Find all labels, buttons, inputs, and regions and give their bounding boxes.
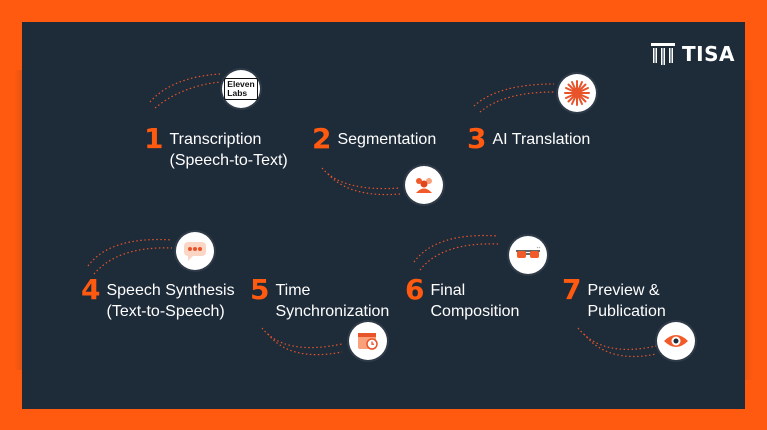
step-2: 2 Segmentation [312,124,436,154]
brand-name: TISA [682,42,735,66]
step-7: 7 Preview & Publication [562,275,666,322]
speech-bubble-icon [184,242,206,261]
step-number: 1 [144,122,164,155]
arc-7b [583,333,657,358]
arc-4b [93,247,173,275]
step-number: 7 [562,273,582,306]
step-label: Speech Synthesis (Text-to-Speech) [106,282,235,320]
arc-1b [154,81,221,109]
step-label: Segmentation [337,131,437,148]
preview-badge [657,322,695,360]
arc-2b [327,173,401,196]
step-label: AI Translation [492,131,591,148]
arc-3b [479,91,555,113]
arc-5b [267,333,343,356]
ai-starburst-icon [564,80,590,106]
step-label: Final Composition [430,282,520,320]
people-group-icon [416,178,432,193]
elevenlabs-logo-icon: Eleven Labs [224,78,258,100]
arc-6b [419,243,499,271]
step-1: 1 Transcription (Speech-to-Text) [144,124,288,171]
calendar-clock-icon [358,333,378,350]
step-label: Transcription (Speech-to-Text) [169,131,288,169]
arc-7a [577,327,657,351]
arc-6a [413,234,499,263]
step-number: 5 [250,273,270,306]
eye-icon [664,335,688,347]
step-number: 6 [405,273,425,306]
final-composition-badge [509,236,547,274]
tisa-logo: TISA [650,40,735,68]
arc-2a [321,167,401,190]
elevenlabs-badge: Eleven Labs [222,70,260,108]
step-number: 4 [81,273,101,306]
step-4: 4 Speech Synthesis (Text-to-Speech) [81,275,235,322]
speech-synthesis-badge [176,232,214,270]
time-sync-badge [349,322,387,360]
step-number: 2 [312,122,332,155]
step-5: 5 Time Synchronization [250,275,389,322]
step-3: 3 AI Translation [467,124,590,154]
ai-translation-badge [558,74,596,112]
step-label: Time Synchronization [275,282,390,320]
step-label: Preview & Publication [587,282,666,320]
3d-glasses-icon [516,246,541,258]
arc-4a [87,238,173,267]
arc-3a [473,83,555,107]
arc-5a [261,327,343,349]
step-number: 3 [467,122,487,155]
workflow-panel: TISA Eleven Labs [22,22,745,409]
step-6: 6 Final Composition [405,275,519,322]
tisa-columns-icon [651,43,675,65]
arc-1a [149,73,221,103]
segmentation-badge [405,166,443,204]
